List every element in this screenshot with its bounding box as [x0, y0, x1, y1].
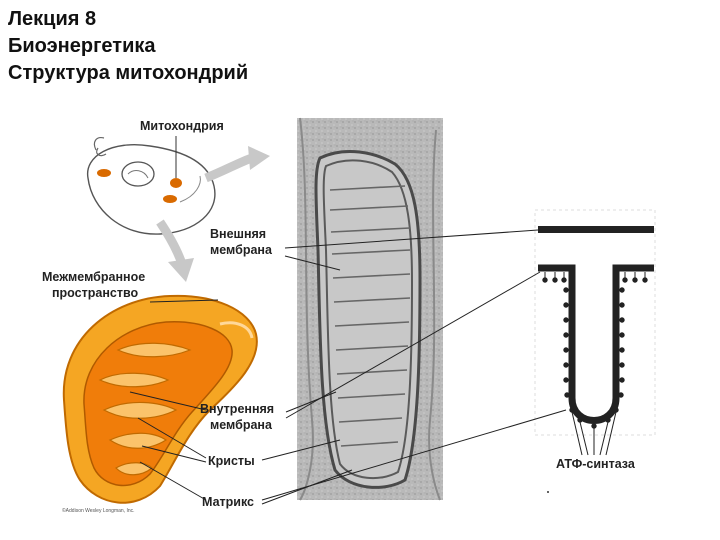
- arrow-to-mito: [156, 219, 194, 282]
- label-outer-membrane-2: мембрана: [210, 243, 273, 257]
- label-intermembrane-1: Межмембранное: [42, 270, 145, 284]
- mito-dot-3: [163, 195, 177, 203]
- label-intermembrane-2: пространство: [52, 286, 138, 300]
- title-line-2: Биоэнергетика: [8, 35, 156, 57]
- label-inner-membrane-1: Внутренняя: [200, 402, 274, 416]
- mito-dot-2: [170, 178, 182, 188]
- label-mitochondrion: Митохондрия: [140, 119, 224, 133]
- copyright-notice: ©Addison Wesley Longman, Inc.: [62, 507, 135, 514]
- label-atp-synthase: АТФ-синтаза: [556, 457, 636, 471]
- leader-lines: [129, 229, 617, 505]
- arrow-to-em: [204, 146, 270, 183]
- label-inner-membrane-2: мембрана: [210, 418, 273, 432]
- crista-schematic: [534, 209, 656, 436]
- label-matrix: Матрикс: [202, 495, 254, 509]
- slide-title: Лекция 8 Биоэнергетика Структура митохон…: [8, 6, 248, 87]
- title-line-3: Структура митохондрий: [8, 62, 249, 84]
- label-outer-membrane-1: Внешняя: [210, 227, 266, 241]
- title-line-1: Лекция 8: [8, 8, 97, 30]
- nucleus-shape: [121, 161, 155, 187]
- electron-micrograph: [297, 117, 443, 501]
- mito-dot-1: [97, 169, 111, 177]
- label-cristae: Кристы: [208, 454, 255, 468]
- cell-sketch: [87, 137, 216, 235]
